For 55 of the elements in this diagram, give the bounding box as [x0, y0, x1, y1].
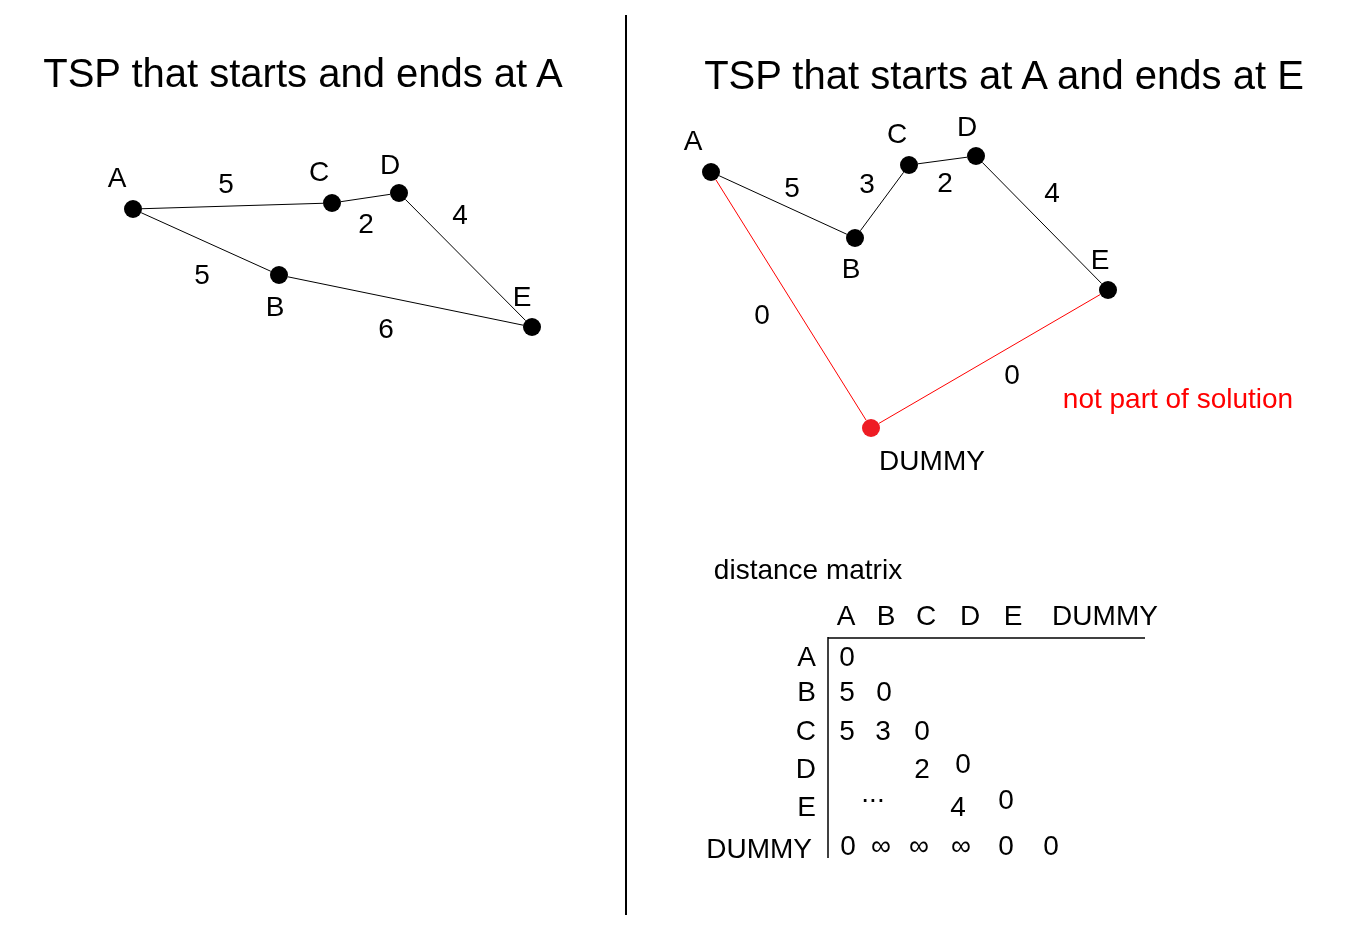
vertex-label: D: [956, 111, 978, 143]
vertex-label: B: [265, 291, 285, 323]
note-text: not part of solution: [1062, 382, 1294, 416]
edge-line: [287, 276, 524, 326]
matrix-cell: 0: [840, 829, 856, 863]
column-header: B: [876, 599, 896, 633]
matrix-cell: ∞: [951, 829, 971, 863]
matrix-cell: 0: [955, 747, 971, 781]
vertex-label: E: [512, 281, 532, 313]
matrix-title: distance matrix: [713, 553, 903, 587]
row-header: B: [797, 675, 816, 709]
vertex-label: D: [379, 149, 401, 181]
edge-line: [340, 193, 391, 203]
edge-line: [878, 294, 1101, 424]
edge-line: [917, 156, 968, 165]
vertex-label: E: [1090, 244, 1110, 276]
matrix-cell: 5: [839, 714, 855, 748]
column-header: D: [959, 599, 981, 633]
edge-line: [140, 212, 272, 272]
row-header: C: [795, 714, 816, 748]
matrix-cell: ∞: [909, 829, 929, 863]
edge-line: [981, 161, 1103, 285]
edge-line: [404, 198, 527, 322]
matrix-cell: ∞: [871, 829, 891, 863]
column-header: C: [915, 599, 937, 633]
matrix-cell: 0: [876, 675, 892, 709]
column-header: DUMMY: [1052, 599, 1158, 633]
row-header: E: [797, 790, 816, 824]
vertex-label: C: [886, 118, 908, 150]
matrix-cell: 4: [950, 790, 966, 824]
matrix-cell: 2: [914, 752, 930, 786]
matrix-cell: 0: [1043, 829, 1059, 863]
row-header: A: [797, 640, 816, 674]
edge-line: [859, 171, 905, 232]
edge-line: [718, 175, 848, 235]
vertex-label: C: [308, 156, 330, 188]
heading: TSP that starts at A and ends at E: [704, 52, 1304, 98]
vertex-label: A: [107, 162, 127, 194]
edge-line: [715, 179, 867, 421]
matrix-cell: 5: [839, 675, 855, 709]
column-header: A: [836, 599, 856, 633]
vertex-label: B: [841, 253, 861, 285]
vertex-label: A: [683, 125, 703, 157]
heading: TSP that starts and ends at A: [43, 50, 563, 96]
column-header: E: [1003, 599, 1023, 633]
matrix-cell: 3: [875, 714, 891, 748]
matrix-cell: 0: [914, 714, 930, 748]
row-header: DUMMY: [706, 832, 812, 866]
matrix-cell: 0: [998, 829, 1014, 863]
matrix-cell: ...: [861, 776, 885, 810]
matrix-cell: 0: [839, 640, 855, 674]
row-header: D: [795, 752, 816, 786]
matrix-cell: 0: [998, 783, 1014, 817]
vertex-label: DUMMY: [879, 445, 985, 477]
edge-line: [141, 202, 324, 210]
